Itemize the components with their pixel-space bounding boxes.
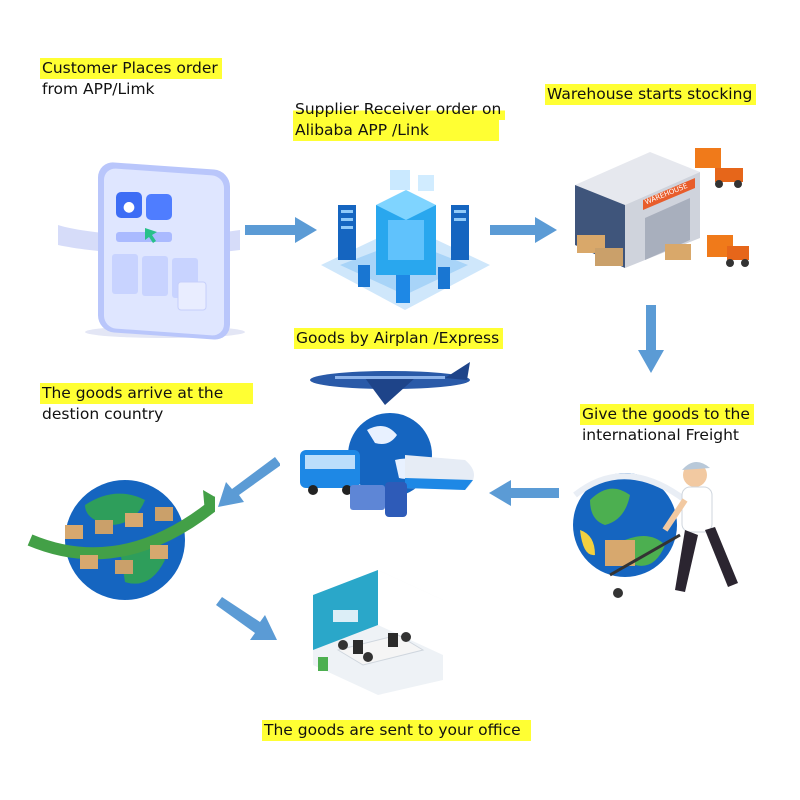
step-label-transport: Goods by Airplan /Express [294,328,504,349]
office-icon [313,570,443,695]
step-label-warehouse: Warehouse starts stocking [545,84,757,105]
step-office-line-1: The goods are sent to your office [262,720,531,741]
warehouse-icon: WAREHOUSE [575,148,749,268]
step-label-office: The goods are sent to your office [262,720,531,741]
smartphone-icon: ● [58,162,245,340]
step-arrive-line-2: destion country [42,405,164,423]
step-freight-line-1: Give the goods to the [580,404,754,425]
step-label-supplier: Supplier Receiver order on Alibaba APP /… [293,99,506,141]
step-label-arrive: The goods arrive at the destion country [40,383,254,425]
step-order-line-2: from APP/Limk [42,80,155,98]
luggage-icon [350,482,407,517]
airplane-icon [310,362,470,405]
bus-icon [300,450,360,495]
step-freight-line-2: international Freight [582,426,739,444]
svg-text:●: ● [123,199,135,215]
arrow-freight-to-transport [489,480,559,506]
step-label-order: Customer Places order from APP/Limk [40,58,222,100]
arrow-supplier-to-warehouse [490,217,557,243]
arrival-globe-illustration [27,480,215,600]
step-supplier-line-1: Supplier Receiver order on [293,99,506,120]
step-warehouse-line-1: Warehouse starts stocking [545,84,757,105]
forklift-icon [695,148,749,267]
arrow-phone-to-supplier [245,217,317,243]
arrow-warehouse-to-freight [638,305,664,373]
train-icon [405,455,474,490]
arrow-arrive-to-office [216,597,277,640]
step-order-line-1: Customer Places order [40,58,222,79]
arrow-transport-to-arrive [218,457,280,507]
delivery-man-icon [662,461,738,592]
freight-illustration [573,461,738,598]
step-label-freight: Give the goods to the international Frei… [580,404,754,446]
transport-cluster [300,362,474,517]
step-arrive-line-1: The goods arrive at the [40,383,254,404]
step-transport-line-1: Goods by Airplan /Express [294,328,504,349]
server-icon [321,170,490,310]
step-supplier-line-2: Alibaba APP /Link [293,120,500,141]
